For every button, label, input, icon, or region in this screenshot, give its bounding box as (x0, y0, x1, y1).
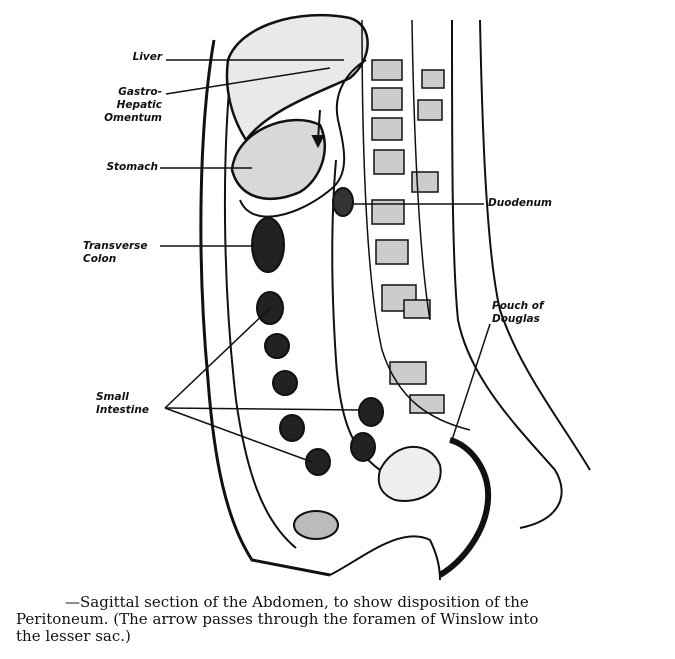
label-pouch-of-douglas-2: Douglas (492, 313, 540, 325)
label-small-intestine-2: Intestine (96, 404, 149, 416)
intestine-loop-4 (279, 414, 305, 442)
intestine-loop-6 (358, 397, 384, 427)
label-gastro-hepatic-3: Omentum (104, 112, 162, 124)
duodenum-shape (332, 187, 354, 217)
caption-line-2: Peritoneum. (The arrow passes through th… (16, 610, 539, 628)
posterior-outline (479, 19, 591, 471)
figure-caption: —Sagittal section of the Abdomen, to sho… (16, 594, 666, 645)
intestine-loop-2 (264, 333, 290, 359)
perineum-line (329, 535, 441, 581)
transverse-colon-shape (251, 217, 285, 273)
vertebral-column (361, 19, 471, 431)
label-duodenum: Duodenum (488, 197, 552, 209)
label-gastro-hepatic-1: Gastro- (118, 86, 162, 98)
intestine-loop-3 (272, 370, 298, 396)
caption-line-3: the lesser sac.) (16, 627, 131, 645)
label-transverse-colon-1: Transverse (83, 240, 148, 252)
label-gastro-hepatic-2: Hepatic (116, 99, 162, 111)
rectum-shape (438, 437, 492, 578)
label-stomach: Stomach (106, 161, 158, 173)
label-liver: Liver (132, 51, 162, 63)
inner-wall-line (223, 57, 297, 549)
label-pouch-of-douglas-1: Pouch of (492, 300, 544, 312)
stomach-shape (230, 118, 327, 200)
pubic-bone (293, 510, 339, 540)
leader-lines (160, 59, 491, 463)
anterior-abdominal-wall (199, 39, 331, 577)
posterior-body-wall (451, 19, 563, 529)
intestine-loop-7 (350, 432, 376, 462)
bladder-shape (377, 445, 442, 502)
caption-line-1: —Sagittal section of the Abdomen, to sho… (65, 593, 529, 611)
peritoneum-line (239, 59, 367, 218)
label-small-intestine-1: Small (96, 391, 129, 403)
arrow-head (311, 135, 325, 149)
liver-shape (225, 14, 369, 143)
label-transverse-colon-2: Colon (83, 253, 117, 265)
intestine-loop-5 (305, 448, 331, 476)
